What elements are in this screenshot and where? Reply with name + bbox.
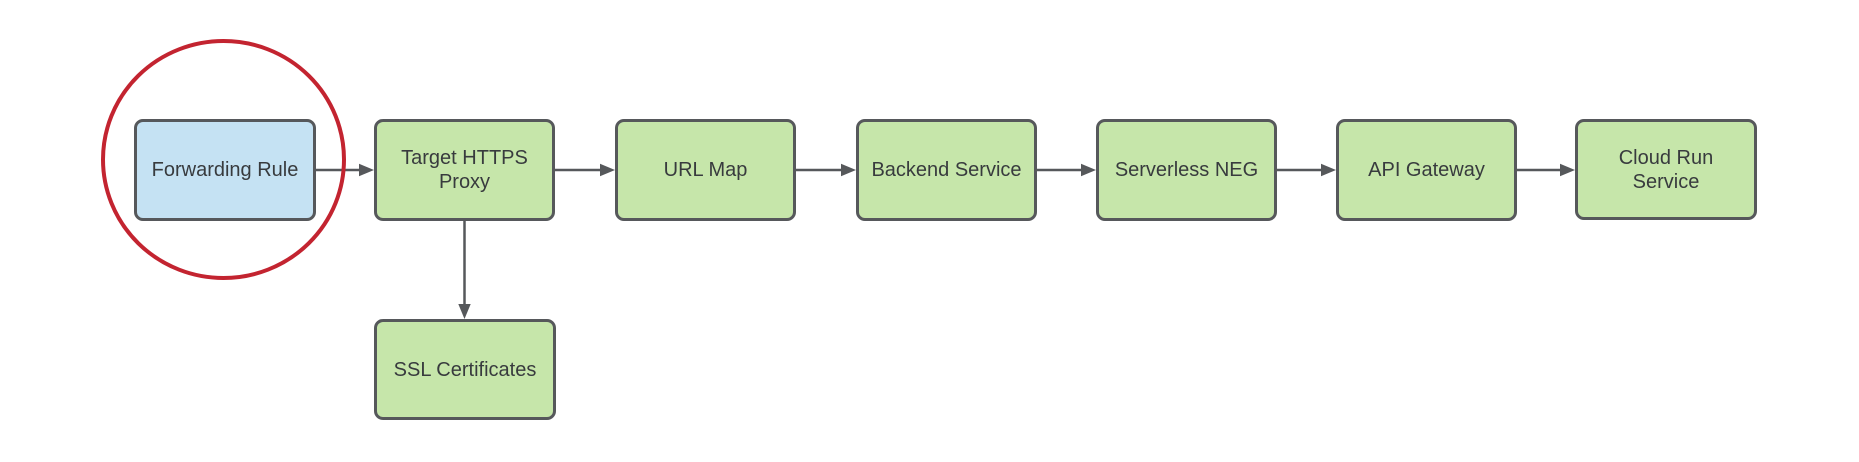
node-serverless-neg[interactable]: Serverless NEG (1096, 119, 1277, 221)
edge-target-https-proxy-to-ssl-certificates (458, 221, 471, 319)
node-label: URL Map (663, 159, 748, 181)
node-label: Target HTTPS Proxy (401, 147, 528, 193)
edge-backend-service-to-serverless-neg (1037, 163, 1096, 177)
arrowhead-icon (1081, 163, 1096, 177)
arrowhead-icon (359, 163, 374, 177)
node-label: API Gateway (1368, 159, 1485, 181)
node-url-map[interactable]: URL Map (615, 119, 796, 221)
node-api-gateway[interactable]: API Gateway (1336, 119, 1517, 221)
edge-target-https-proxy-to-url-map (555, 163, 615, 177)
node-label: SSL Certificates (393, 358, 537, 381)
node-label: Serverless NEG (1114, 159, 1259, 181)
arrowhead-icon (458, 304, 471, 319)
node-label: Cloud Run Service (1618, 146, 1714, 193)
edge-api-gateway-to-cloud-run-service (1517, 163, 1575, 177)
node-cloud-run-service[interactable]: Cloud Run Service (1575, 119, 1757, 220)
edge-forwarding-rule-to-target-https-proxy (316, 163, 374, 177)
arrowhead-icon (1560, 163, 1575, 177)
edge-url-map-to-backend-service (796, 163, 856, 177)
node-ssl-certificates[interactable]: SSL Certificates (374, 319, 556, 420)
node-label: Forwarding Rule (151, 159, 299, 181)
arrowhead-icon (600, 163, 615, 177)
node-label: Backend Service (871, 159, 1022, 181)
edge-serverless-neg-to-api-gateway (1277, 163, 1336, 177)
arrowhead-icon (1321, 163, 1336, 177)
arrowhead-icon (841, 163, 856, 177)
node-backend-service[interactable]: Backend Service (856, 119, 1037, 221)
node-target-https-proxy[interactable]: Target HTTPS Proxy (374, 119, 555, 221)
node-forwarding-rule[interactable]: Forwarding Rule (134, 119, 316, 221)
highlight-circle (101, 39, 346, 280)
